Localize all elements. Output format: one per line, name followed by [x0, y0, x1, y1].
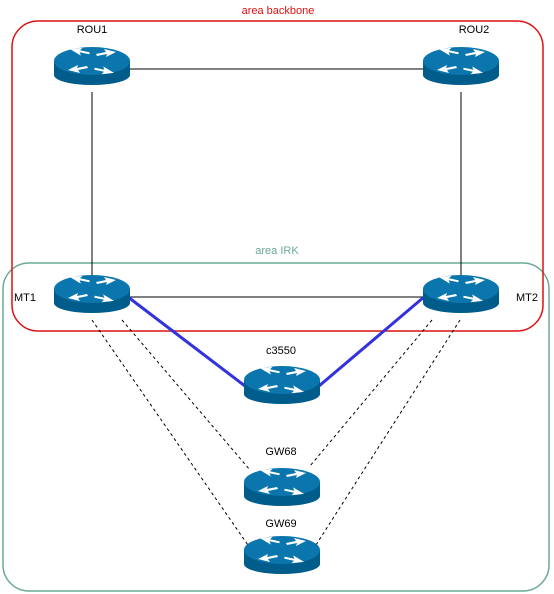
- router-rou1-label: ROU1: [77, 24, 108, 36]
- router-icon: [423, 45, 499, 85]
- router-mt1-label: MT1: [14, 292, 36, 304]
- router-icon: [244, 364, 320, 404]
- link-mt1-gw69: [91, 319, 251, 549]
- router-mt2-label: MT2: [516, 292, 538, 304]
- link-mt2-c3550: [318, 295, 425, 388]
- router-gw68[interactable]: GW68: [244, 446, 320, 506]
- router-icon: [54, 273, 130, 313]
- router-c3550[interactable]: c3550: [244, 345, 320, 404]
- area-backbone-box: [11, 20, 544, 332]
- link-mt2-gw69: [313, 319, 461, 549]
- router-icon: [244, 534, 320, 574]
- router-rou2[interactable]: ROU2: [423, 24, 499, 85]
- router-gw69-label: GW69: [265, 518, 296, 530]
- router-rou2-label: ROU2: [459, 24, 490, 36]
- router-gw68-label: GW68: [265, 446, 296, 458]
- area-irk-label: area IRK: [255, 245, 299, 257]
- router-mt2[interactable]: MT2: [423, 273, 538, 313]
- link-mt1-c3550: [127, 295, 246, 388]
- router-icon: [423, 273, 499, 313]
- router-icon: [244, 466, 320, 506]
- links: [91, 68, 462, 549]
- router-mt1[interactable]: MT1: [14, 273, 130, 313]
- area-irk-box: [2, 262, 550, 592]
- router-gw69[interactable]: GW69: [244, 518, 320, 574]
- link-mt2-gw68: [309, 319, 433, 467]
- router-icon: [54, 45, 130, 85]
- router-rou1[interactable]: ROU1: [54, 24, 130, 85]
- area-backbone-label: area backbone: [242, 5, 315, 17]
- router-c3550-label: c3550: [266, 345, 296, 357]
- link-mt1-gw68: [121, 319, 251, 471]
